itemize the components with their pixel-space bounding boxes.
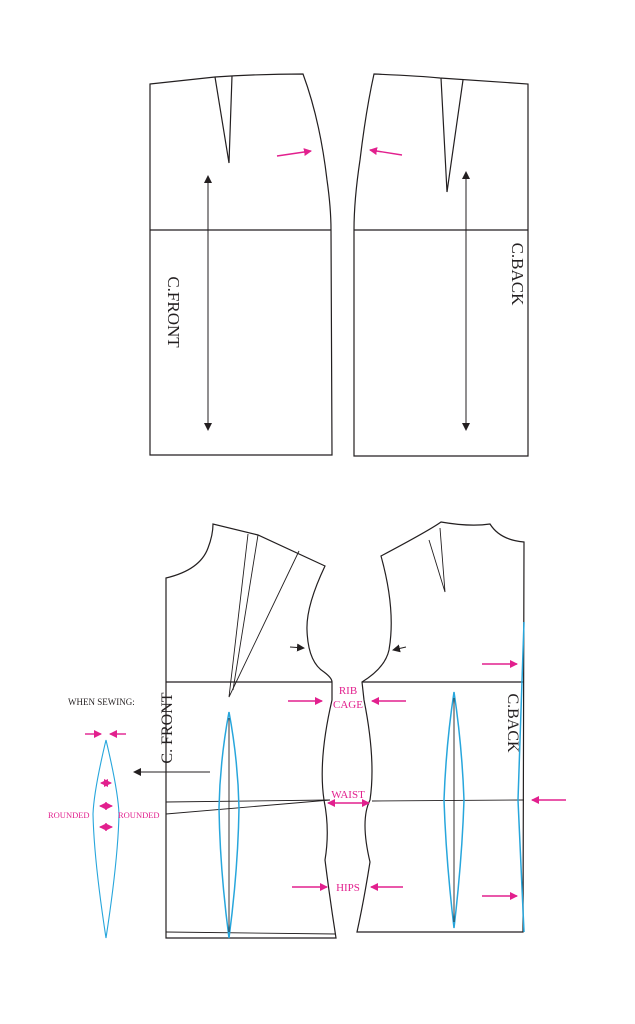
bodice-front-shoulder-dart [228,533,300,698]
skirt-back-notch-arrow [369,147,403,156]
skirt-front-outline [149,73,333,456]
armhole-notch-front [289,643,305,652]
skirt-front-label: C.FRONT [164,276,183,348]
skirt-front-notch-arrow [276,148,312,157]
sewing-detail-left-label: ROUNDED [48,810,90,820]
skirt-back-label: C.BACK [508,243,527,307]
rib-cage-label-line1: RIB [339,685,357,697]
skirt-back-outline [353,73,529,457]
waist-label: WAIST [331,789,365,801]
skirt-front-piece: C.FRONT [149,73,333,456]
hips-label: HIPS [336,882,360,894]
bodice-back-shoulder-dart [428,527,446,593]
skirt-back-dart [440,77,464,193]
sewing-detail-dart-shape [92,739,120,939]
sewing-detail-title: WHEN SEWING: [68,697,135,707]
rib-cage-label-line2: CAGE [333,699,363,711]
sewing-detail-right-label: ROUNDED [118,810,160,820]
bodice-front-piece: C. FRONT [159,523,337,939]
bodice-front-waist-dart [218,711,240,939]
bodice-back-outline [356,521,525,933]
skirt-back-piece: C.BACK [353,73,529,457]
bodice-back-waist-line [371,799,525,802]
bodice-front-hem-line [165,931,337,935]
sewing-detail: WHEN SEWING: ROUNDED ROUNDED [48,697,210,939]
bodice-front-waist-line-2 [165,799,331,815]
bodice-front-label: C. FRONT [159,692,176,763]
bodice-back-waist-dart [443,691,465,929]
bodice-front-outline [165,523,337,939]
skirt-front-dart [214,75,233,164]
bodice-back-label: C.BACK [504,693,521,753]
bodice-back-center-seam [517,621,525,933]
bodice-back-piece: C.BACK [356,521,525,933]
bodice-front-waist-line [165,799,331,803]
measurement-markers: RIB CAGE WAIST HIPS [288,660,566,900]
armhole-notch-back [392,644,407,653]
bodice-front-dart-leg-a [232,534,259,691]
